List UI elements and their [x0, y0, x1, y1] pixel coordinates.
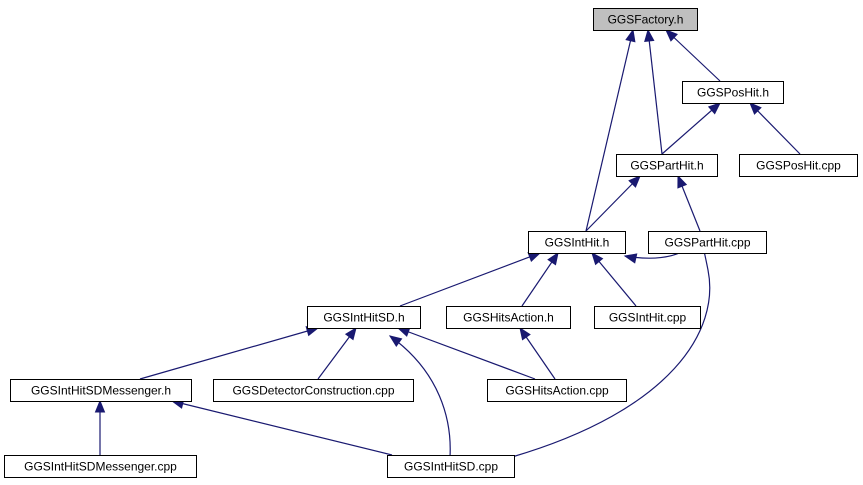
node-ggsfactory_h: GGSFactory.h [593, 8, 698, 31]
node-ggsinthitsdmessenger_h[interactable]: GGSIntHitSDMessenger.h [10, 379, 192, 402]
edge-line [661, 102, 721, 155]
edge-line [139, 327, 319, 380]
node-ggsinthitsd_h[interactable]: GGSIntHitSD.h [307, 306, 421, 329]
edge-line [749, 102, 801, 155]
node-ggsposhit_cpp[interactable]: GGSPosHit.cpp [739, 154, 858, 177]
node-label: GGSDetectorConstruction.cpp [232, 384, 394, 398]
node-box [593, 8, 698, 31]
arrow-head [644, 28, 655, 43]
node-box [616, 154, 718, 177]
node-ggsinthitsdmessenger_cpp[interactable]: GGSIntHitSDMessenger.cpp [4, 455, 197, 478]
node-box [682, 81, 784, 104]
node-label: GGSIntHitSD.cpp [404, 460, 498, 474]
edge-ggshitsaction_cpp-to-ggsinthitsd_h [396, 327, 536, 380]
node-box [446, 306, 571, 329]
node-label: GGSFactory.h [608, 13, 684, 27]
edge-ggsinthit_cpp-to-ggsinthit_h [591, 251, 637, 307]
arrow-head [591, 251, 604, 266]
edge-line [585, 29, 634, 232]
edge-ggsposhit_h-to-ggsfactory_h [665, 29, 721, 82]
node-label: GGSHitsAction.h [463, 311, 554, 325]
arrow-head [623, 253, 638, 264]
edge-line [585, 175, 641, 232]
node-label: GGSIntHitSD.h [323, 311, 404, 325]
edge-ggsinthitsdmessenger_h-to-ggsinthitsd_h [139, 326, 320, 380]
edge-line [647, 29, 663, 155]
arrow-head [94, 399, 106, 413]
arrow-head [677, 174, 688, 189]
node-ggshitsaction_h[interactable]: GGSHitsAction.h [446, 306, 571, 329]
edge-line [171, 400, 393, 456]
node-label: GGSPartHit.h [630, 159, 703, 173]
edge-line [399, 252, 541, 307]
node-label: GGSIntHitSDMessenger.cpp [24, 460, 177, 474]
edge-ggsparthit_h-to-ggsfactory_h [644, 28, 663, 155]
node-box [739, 154, 858, 177]
node-ggsparthit_cpp[interactable]: GGSPartHit.cpp [648, 231, 767, 254]
node-label: GGSIntHitSDMessenger.h [31, 384, 171, 398]
edge-ggshitsaction_h-to-ggsinthit_h [521, 251, 559, 307]
node-box [594, 306, 701, 329]
edge-line [397, 327, 536, 380]
edge-ggsinthitsd_cpp-to-ggsinthitsd_h [388, 335, 451, 458]
edge-ggsposhit_cpp-to-ggsposhit_h [749, 102, 801, 155]
node-box [213, 379, 414, 402]
edge-ggsinthit_h-to-ggsfactory_h [585, 28, 636, 232]
node-box [4, 455, 197, 478]
node-ggsdetectorconstruction_cpp[interactable]: GGSDetectorConstruction.cpp [213, 379, 414, 402]
node-ggsinthit_h[interactable]: GGSIntHit.h [528, 231, 626, 254]
node-box [528, 231, 626, 254]
edge-ggsinthitsd_h-to-ggsinthit_h [399, 252, 542, 307]
arrow-head [625, 28, 636, 43]
node-label: GGSIntHit.cpp [609, 311, 687, 325]
node-ggsposhit_h[interactable]: GGSPosHit.h [682, 81, 784, 104]
node-box [387, 455, 515, 478]
node-box [10, 379, 192, 402]
arrow-head [388, 335, 403, 347]
node-ggshitsaction_cpp[interactable]: GGSHitsAction.cpp [487, 379, 627, 402]
node-label: GGSIntHit.h [545, 236, 610, 250]
edge-ggsinthitsd_cpp-to-ggsinthitsdmessenger_h [170, 398, 393, 456]
node-label: GGSPartHit.cpp [664, 236, 750, 250]
arrow-head [344, 326, 357, 341]
edge-line [665, 29, 721, 82]
node-ggsparthit_h[interactable]: GGSPartHit.h [616, 154, 718, 177]
node-label: GGSPosHit.h [697, 86, 769, 100]
arrow-head [628, 175, 641, 188]
edge-ggsinthitsdmessenger_cpp-to-ggsinthitsdmessenger_h [94, 399, 106, 455]
edge-ggsdetectorconstruction_cpp-to-ggsinthitsd_h [317, 326, 357, 380]
edge-line [389, 335, 451, 458]
node-label: GGSHitsAction.cpp [505, 384, 609, 398]
arrow-head [547, 251, 559, 266]
node-box [648, 231, 767, 254]
edge-ggsparthit_h-to-ggsposhit_h [661, 102, 721, 155]
arrow-head [519, 326, 531, 341]
node-label: GGSPosHit.cpp [756, 159, 841, 173]
node-box [307, 306, 421, 329]
arrow-head [707, 102, 721, 115]
arrow-head [749, 102, 762, 115]
edge-ggshitsaction_cpp-to-ggshitsaction_h [519, 326, 556, 380]
node-box [487, 379, 627, 402]
edge-ggsinthit_h-to-ggsparthit_h [585, 175, 641, 232]
node-ggsinthitsd_cpp[interactable]: GGSIntHitSD.cpp [387, 455, 515, 478]
edge-ggsparthit_cpp-to-ggsparthit_h [677, 174, 701, 232]
node-ggsinthit_cpp[interactable]: GGSIntHit.cpp [594, 306, 701, 329]
arrow-head [665, 29, 678, 42]
